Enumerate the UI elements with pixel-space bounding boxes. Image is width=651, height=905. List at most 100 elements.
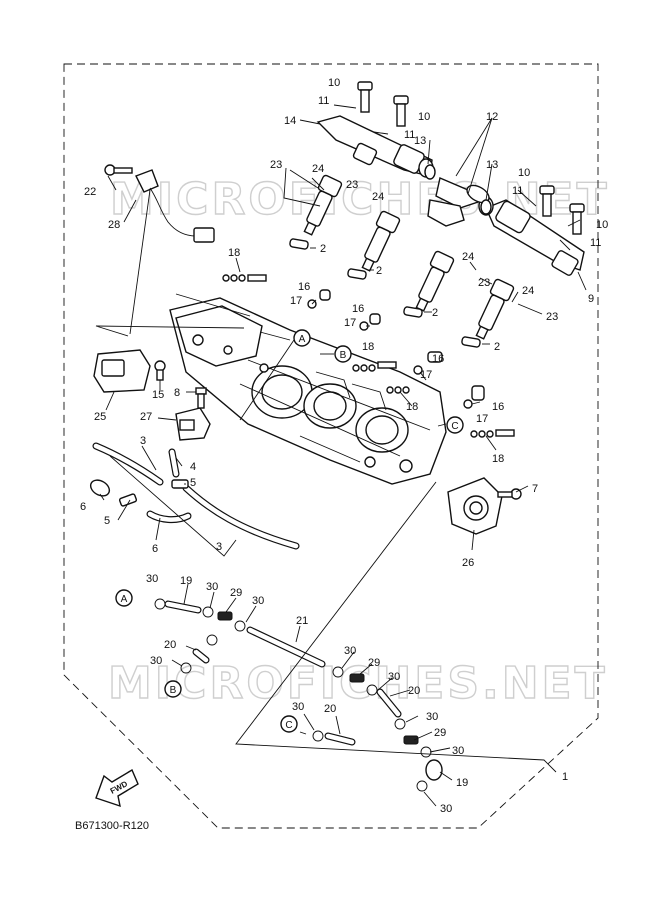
callout-24: 24: [462, 251, 474, 263]
callout-10: 10: [328, 77, 340, 89]
seal-2-d: [461, 336, 481, 348]
callout-22: 22: [84, 186, 96, 198]
leader-lines: [95, 104, 587, 807]
callout-30: 30: [292, 701, 304, 713]
callout-29: 29: [368, 657, 380, 669]
callout-29: 29: [230, 587, 242, 599]
ref-a-lower: A: [115, 589, 133, 607]
callout-18: 18: [228, 247, 240, 259]
bolt-10-c: [539, 185, 555, 217]
callout-18: 18: [362, 341, 374, 353]
screw-set-18-d: [470, 429, 515, 438]
callout-3: 3: [216, 541, 222, 553]
ref-b-upper: B: [334, 345, 352, 363]
callout-10: 10: [596, 219, 608, 231]
sensor-27: [175, 407, 211, 441]
callout-5: 5: [104, 515, 110, 527]
fitting-5-a: [171, 479, 189, 489]
callout-16: 16: [492, 401, 504, 413]
callout-2: 2: [320, 243, 326, 255]
callout-12: 12: [486, 111, 498, 123]
o-ring-13-right: [480, 199, 492, 215]
fwd-arrow-icon: FWD: [95, 768, 139, 808]
ref-a-upper: A: [293, 329, 311, 347]
bolt-10-a: [357, 81, 373, 113]
callout-17: 17: [420, 369, 432, 381]
fuel-rail-right: [478, 196, 585, 276]
callout-30: 30: [206, 581, 218, 593]
callout-3: 3: [140, 435, 146, 447]
callout-1: 1: [562, 771, 568, 783]
callout-15: 15: [152, 389, 164, 401]
hose-20-b: [376, 688, 402, 718]
callout-17: 17: [290, 295, 302, 307]
callout-30: 30: [440, 803, 452, 815]
callout-6: 6: [152, 543, 158, 555]
cap-16-c: [427, 351, 443, 363]
callout-5: 5: [190, 477, 196, 489]
callout-24: 24: [372, 191, 384, 203]
callout-30: 30: [150, 655, 162, 667]
screw-set-18-c: [386, 386, 410, 394]
fitting-5-b: [118, 493, 138, 507]
bolt-8: [195, 387, 207, 409]
hose-20-c: [324, 732, 356, 746]
callout-24: 24: [522, 285, 534, 297]
callout-13: 13: [486, 159, 498, 171]
callout-10: 10: [518, 167, 530, 179]
injector-1: [303, 174, 343, 236]
callout-19: 19: [456, 777, 468, 789]
svg-text:C: C: [285, 720, 292, 731]
throttle-body: [169, 297, 447, 485]
callout-25: 25: [94, 411, 106, 423]
callout-30: 30: [252, 595, 264, 607]
callout-13: 13: [414, 135, 426, 147]
callout-20: 20: [324, 703, 336, 715]
callout-23: 23: [346, 179, 358, 191]
svg-text:A: A: [121, 594, 128, 605]
callout-10: 10: [418, 111, 430, 123]
callout-18: 18: [406, 401, 418, 413]
injector-3: [415, 250, 455, 312]
screw-set-18-b: [352, 361, 397, 372]
callout-labels: 10 11 10 14 11 13 12 13 10 11 10 11 23 2…: [80, 77, 608, 815]
o-ring-13-left: [424, 164, 436, 180]
callout-2: 2: [376, 265, 382, 277]
callout-29: 29: [434, 727, 446, 739]
callout-11: 11: [318, 95, 329, 107]
callout-24: 24: [312, 163, 324, 175]
joint-29-c: [403, 735, 419, 745]
callout-14: 14: [284, 115, 296, 127]
cap-16-b: [369, 313, 381, 325]
hose-20-a: [192, 648, 210, 664]
seal-2-b: [347, 268, 367, 280]
seal-2-c: [403, 306, 423, 318]
hose-3-upper: [92, 442, 164, 486]
callout-8: 8: [174, 387, 180, 399]
sensor-26: [447, 477, 503, 535]
hose-19-top: [164, 600, 202, 614]
callout-18: 18: [492, 453, 504, 465]
cap-16-d: [471, 385, 485, 401]
callout-19: 19: [180, 575, 192, 587]
callout-17: 17: [344, 317, 356, 329]
hose-3-lower: [182, 484, 300, 550]
callout-17: 17: [476, 413, 488, 425]
ref-b-lower: B: [164, 680, 182, 698]
callout-16: 16: [432, 353, 444, 365]
callout-30: 30: [426, 711, 438, 723]
bolt-22: [104, 164, 133, 176]
ref-c-lower: C: [280, 715, 298, 733]
callout-30: 30: [452, 745, 464, 757]
clip-17-d: [463, 399, 473, 409]
sensor-25: [93, 349, 151, 393]
callout-21: 21: [296, 615, 308, 627]
callout-20: 20: [408, 685, 420, 697]
callout-27: 27: [140, 411, 152, 423]
callout-30: 30: [344, 645, 356, 657]
callout-11: 11: [404, 129, 415, 141]
fuel-joint-12: [427, 177, 490, 227]
callout-7: 7: [532, 483, 538, 495]
callout-30: 30: [388, 671, 400, 683]
